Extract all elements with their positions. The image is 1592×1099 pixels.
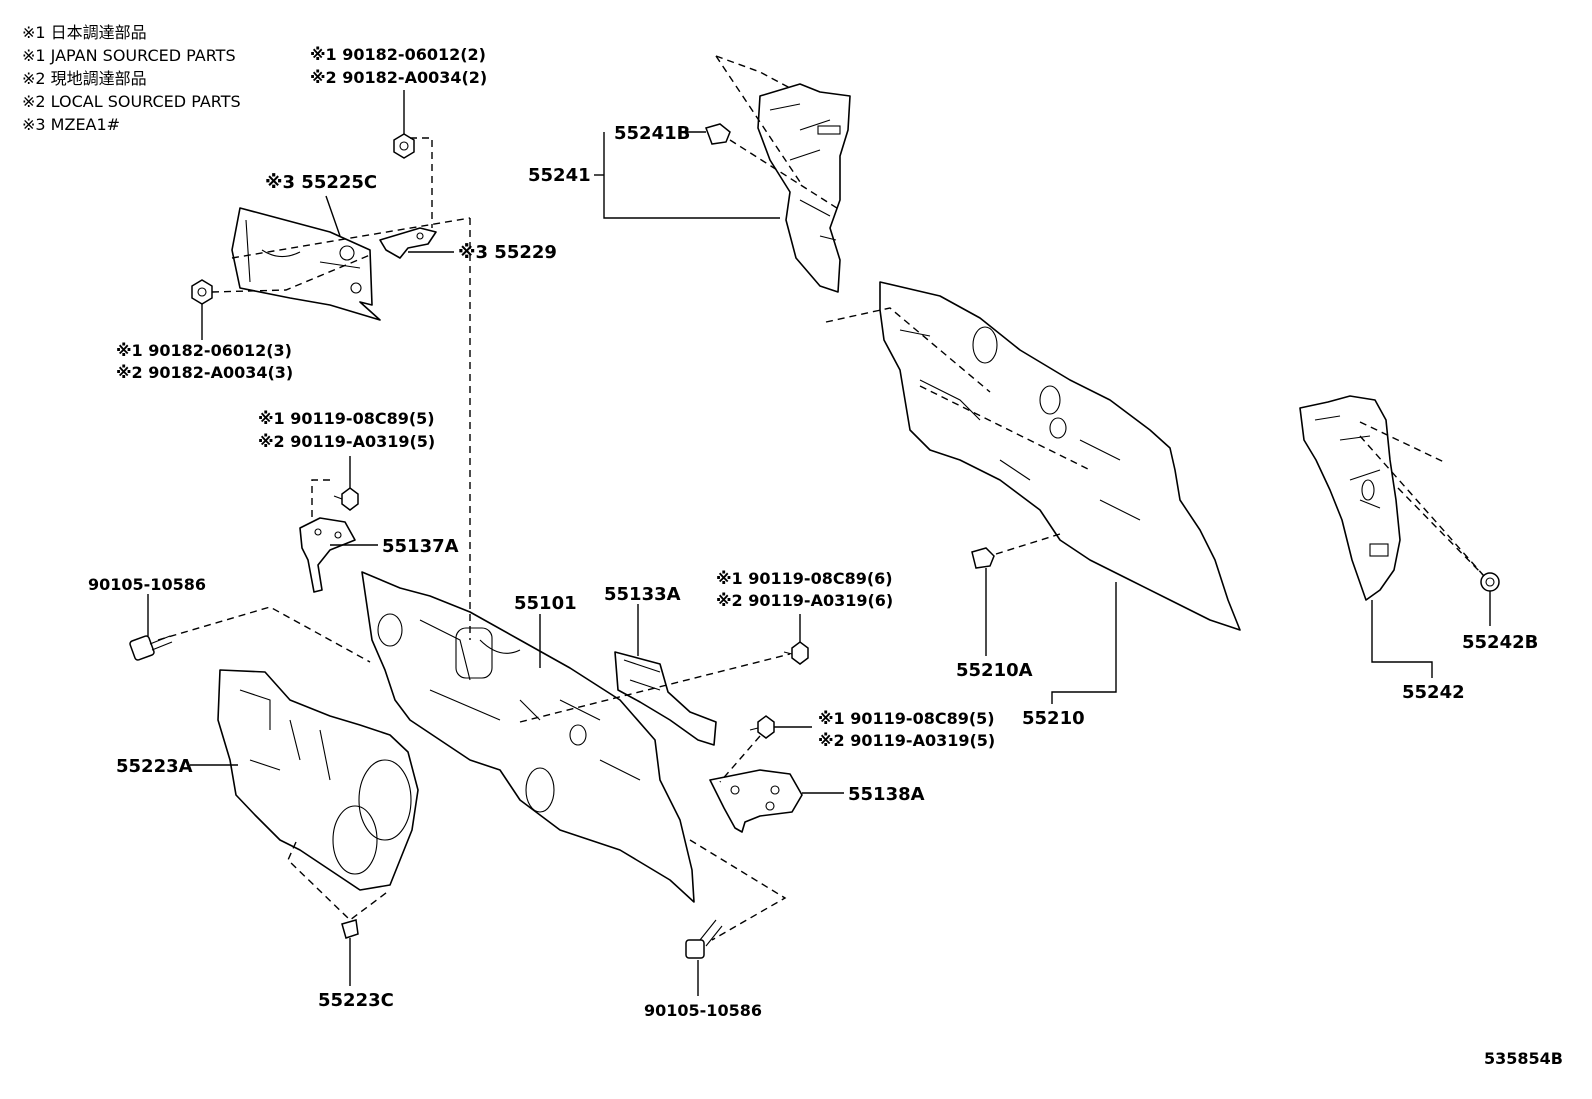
label-90182-mid-1: ※1 90182-06012(3) [116,341,292,360]
part-55138A[interactable] [709,769,803,833]
legend-notes: ※1 日本調達部品 ※1 JAPAN SOURCED PARTS ※2 現地調達… [22,23,241,134]
part-55210[interactable] [879,281,1241,631]
label-90105-bottom: 90105-10586 [644,1001,762,1020]
bolt-90119-5b[interactable] [749,715,775,739]
label-90182-mid-2: ※2 90182-A0034(3) [116,363,293,382]
clip-55241B[interactable] [705,123,731,145]
label-55223C: 55223C [318,990,394,1011]
label-90182-top-2: ※2 90182-A0034(2) [310,68,487,87]
bolt-90105-left[interactable] [129,635,173,661]
bolt-90119-5a[interactable] [333,487,359,511]
bolt-90105-bottom[interactable] [685,919,723,959]
part-55241[interactable] [757,83,851,293]
label-55241B: 55241B [614,123,690,144]
label-90119-5a-1: ※1 90119-08C89(5) [258,409,435,428]
clip-55210A[interactable] [971,547,995,569]
bolt-90119-6[interactable] [783,641,809,665]
part-55101[interactable] [361,571,695,903]
label-90119-6-1: ※1 90119-08C89(6) [716,569,893,588]
label-55229: ※3 55229 [458,242,557,263]
note-5: ※3 MZEA1# [22,115,120,134]
label-55223A: 55223A [116,756,193,777]
note-4: ※2 LOCAL SOURCED PARTS [22,92,241,111]
leader-lines [147,90,1491,996]
dashed-lines [157,55,1485,941]
label-90119-5b-2: ※2 90119-A0319(5) [818,731,995,750]
label-90182-top-1: ※1 90182-06012(2) [310,45,486,64]
label-reference-number: 535854B [1484,1049,1563,1068]
clip-55223C[interactable] [341,919,359,939]
note-1: ※1 日本調達部品 [22,23,147,42]
note-3: ※2 現地調達部品 [22,69,147,88]
part-55225C[interactable] [231,207,381,321]
label-55137A: 55137A [382,536,459,557]
label-55210: 55210 [1022,708,1085,729]
label-55210A: 55210A [956,660,1033,681]
label-55242B: 55242B [1462,632,1538,653]
part-55229[interactable] [379,227,437,259]
label-55225C: ※3 55225C [265,172,377,193]
label-90119-6-2: ※2 90119-A0319(6) [716,591,893,610]
part-55133A[interactable] [614,651,717,746]
label-90105-left: 90105-10586 [88,575,206,594]
part-55137A[interactable] [299,517,356,593]
note-2: ※1 JAPAN SOURCED PARTS [22,46,236,65]
part-55242[interactable] [1299,395,1401,601]
label-90119-5a-2: ※2 90119-A0319(5) [258,432,435,451]
nut-90182-mid[interactable] [191,279,213,305]
part-labels: ※1 90182-06012(2) ※2 90182-A0034(2) ※3 5… [88,45,1563,1068]
label-55133A: 55133A [604,584,681,605]
label-90119-5b-1: ※1 90119-08C89(5) [818,709,995,728]
part-55223A[interactable] [217,669,419,891]
label-55138A: 55138A [848,784,925,805]
label-55101: 55101 [514,593,577,614]
label-55242: 55242 [1402,682,1465,703]
label-55241: 55241 [528,165,591,186]
